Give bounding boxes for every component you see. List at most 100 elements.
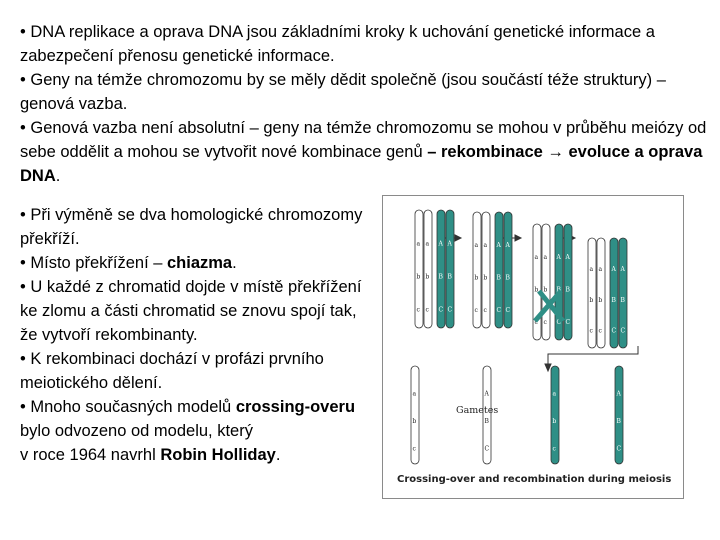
bullet-models-text: • Mnoho současných modelů <box>20 398 236 416</box>
allele-label: A <box>620 266 626 273</box>
bullet-chiasma-end: . <box>232 254 237 272</box>
chromatid <box>423 209 433 329</box>
allele-label: b <box>413 418 417 425</box>
bullet-holliday-end: . <box>275 446 281 464</box>
allele-label: C <box>448 306 453 313</box>
allele-label: A <box>484 390 490 397</box>
allele-label: a <box>599 266 603 273</box>
bullet-recombination-bold: – rekombinace → evoluce a oprava DNA <box>20 143 703 185</box>
allele-label: A <box>447 240 453 247</box>
bullet-holliday: v roce 1964 navrhl Robin Holliday. <box>20 443 365 467</box>
gamete-chromatid <box>410 365 420 465</box>
chromatid <box>587 237 597 349</box>
allele-label: A <box>556 254 562 261</box>
allele-label: a <box>426 240 430 247</box>
figure-caption: Crossing-over and recombination during m… <box>397 474 672 485</box>
allele-label: a <box>413 390 417 397</box>
allele-label: a <box>590 266 594 273</box>
allele-label: A <box>616 390 622 397</box>
chromatid <box>503 211 513 329</box>
chromatid <box>532 223 542 341</box>
bullet-models-end: bylo odvozeno od modelu, který <box>20 422 253 440</box>
intro-text: • DNA replikace a oprava DNA jsou základ… <box>20 20 710 188</box>
chiasma-cross <box>533 289 565 323</box>
crossing-over-text: • Při výměně se dva homologické chromozo… <box>20 203 365 467</box>
allele-label: A <box>505 242 511 249</box>
bullet-models-bold: crossing-overu <box>235 398 356 416</box>
allele-label: b <box>475 274 479 281</box>
bullet-holliday-text: v roce 1964 navrhl <box>20 446 161 464</box>
chromatid <box>609 237 619 349</box>
allele-label: a <box>484 242 488 249</box>
allele-label: c <box>475 307 479 314</box>
allele-label: b <box>553 418 557 425</box>
allele-label: b <box>426 273 430 280</box>
allele-label: A <box>565 254 571 261</box>
allele-label: B <box>497 274 502 281</box>
allele-label: a <box>535 254 539 261</box>
arrow-to-gametes <box>547 346 639 366</box>
allele-label: A <box>438 240 444 247</box>
bullet-break-text: • U každé z chromatid dojde v místě přek… <box>20 278 362 344</box>
allele-label: C <box>557 319 562 326</box>
bullet-holliday-bold: Robin Holliday <box>160 446 276 464</box>
bullet-prophase-text: • K rekombinaci dochází v profázi prvníh… <box>20 350 324 392</box>
allele-label: B <box>439 273 444 280</box>
meiosis-diagram: abcabcABCABCabcabcABCABCabcabcABCABCabca… <box>410 209 639 465</box>
allele-label: a <box>475 242 479 249</box>
gamete-chromatid <box>482 365 492 465</box>
allele-label: C <box>617 445 622 452</box>
bullet-recombination-text: • Genová vazba není absolutní – geny na … <box>20 119 707 161</box>
allele-label: B <box>612 297 617 304</box>
allele-label: b <box>417 273 421 280</box>
chromatid <box>445 209 455 329</box>
allele-label: a <box>417 240 421 247</box>
allele-label: B <box>621 297 626 304</box>
bullet-recombination-end: . <box>55 167 61 185</box>
bullet-chiasma-text: • Místo překřížení – <box>20 254 167 272</box>
bullet-recombination: • Genová vazba není absolutní – geny na … <box>20 116 710 188</box>
allele-label: c <box>417 306 421 313</box>
allele-label: b <box>599 297 603 304</box>
chromatid <box>414 209 424 329</box>
chromatid <box>436 209 446 329</box>
allele-label: A <box>496 242 502 249</box>
allele-label: a <box>544 254 548 261</box>
allele-label: b <box>535 286 539 293</box>
chromatid <box>618 237 628 349</box>
bullet-models: • Mnoho současných modelů crossing-overu… <box>20 395 365 443</box>
allele-label: C <box>506 307 511 314</box>
allele-label: C <box>497 307 502 314</box>
chromatid <box>596 237 606 349</box>
bullet-replication: • DNA replikace a oprava DNA jsou základ… <box>20 23 655 65</box>
bullet-break: • U každé z chromatid dojde v místě přek… <box>20 275 365 347</box>
allele-label: B <box>566 286 571 293</box>
gamete-chromatid <box>550 365 560 465</box>
chromatid <box>481 211 491 329</box>
allele-label: c <box>599 328 603 335</box>
allele-label: A <box>611 266 617 273</box>
allele-label: C <box>621 328 626 335</box>
allele-label: a <box>553 390 557 397</box>
allele-label: C <box>612 328 617 335</box>
allele-label: c <box>484 307 488 314</box>
bullet-prophase: • K rekombinaci dochází v profázi prvníh… <box>20 347 365 395</box>
gamete-chromatid <box>614 365 624 465</box>
allele-label: b <box>590 297 594 304</box>
chromosome-layer: abcabcABCABCabcabcABCABCabcabcABCABCabca… <box>410 209 628 465</box>
allele-label: c <box>590 328 594 335</box>
allele-label: B <box>485 418 490 425</box>
arrow-to-gametes-head <box>544 363 552 373</box>
chromatid <box>472 211 482 329</box>
arrow-2-head <box>514 234 523 242</box>
chromatid <box>494 211 504 329</box>
allele-label: c <box>413 445 417 452</box>
bullet-chiasma-bold: chiazma <box>167 254 233 272</box>
allele-label: C <box>485 445 490 452</box>
bullet-cross: • Při výměně se dva homologické chromozo… <box>20 203 365 251</box>
chromatid <box>563 223 573 341</box>
allele-label: B <box>506 274 511 281</box>
allele-label: b <box>544 286 548 293</box>
allele-label: C <box>566 319 571 326</box>
